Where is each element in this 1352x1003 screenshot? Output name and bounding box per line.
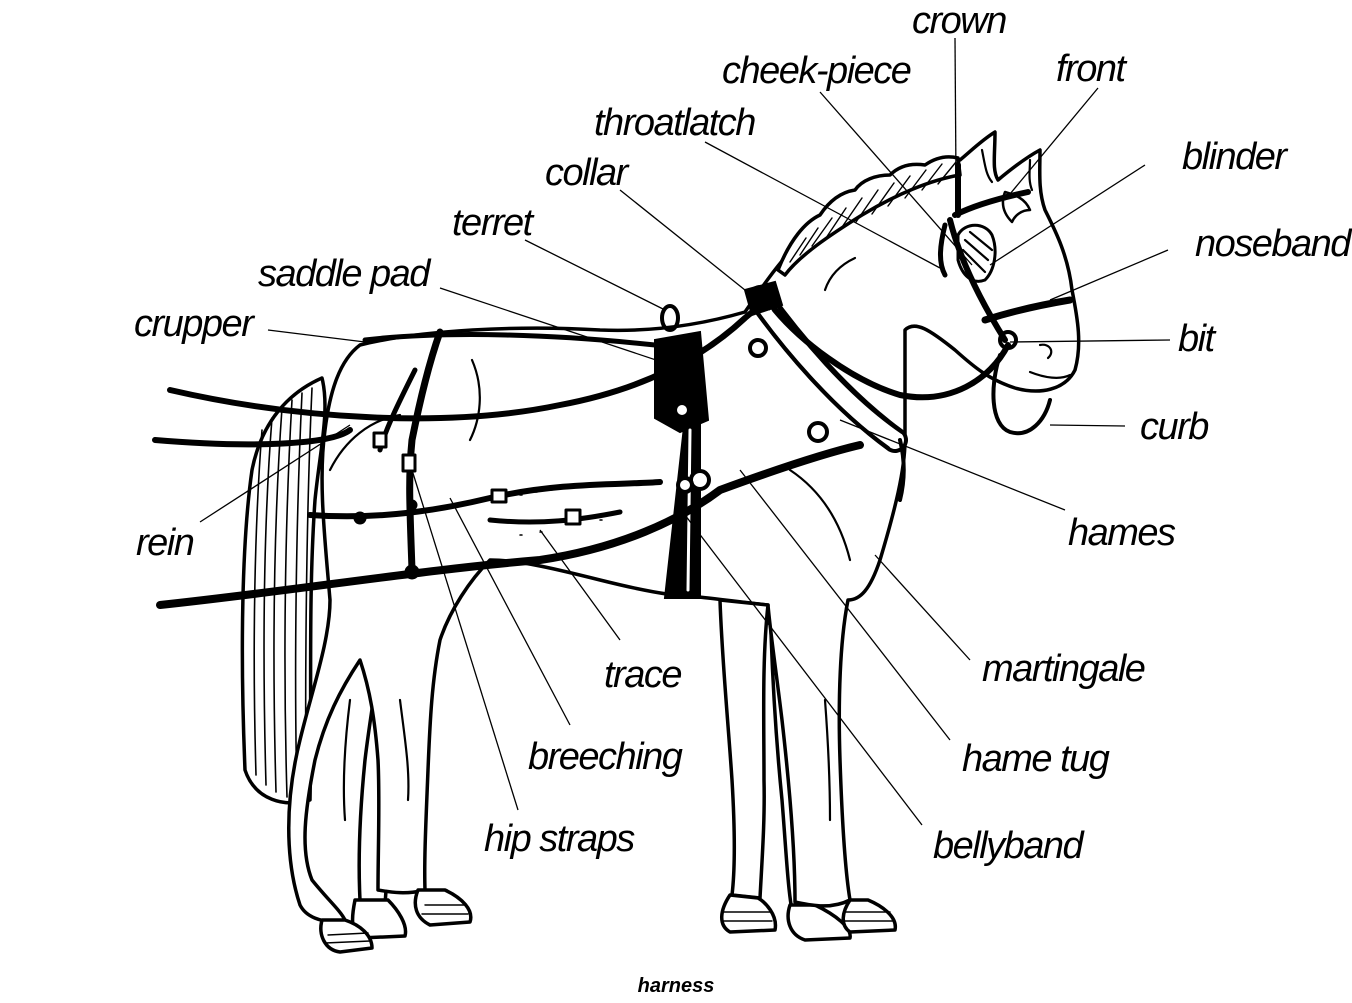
label-collar: collar — [545, 152, 628, 194]
leader-lines — [199, 37, 1171, 826]
label-rein: rein — [136, 522, 195, 564]
harness-straps — [152, 162, 1074, 609]
label-hame-tug: hame tug — [962, 738, 1110, 780]
label-throatlatch: throatlatch — [594, 102, 756, 144]
label-noseband: noseband — [1195, 223, 1351, 265]
label-blinder: blinder — [1182, 136, 1287, 178]
label-crupper: crupper — [134, 303, 254, 345]
label-hames: hames — [1068, 512, 1176, 554]
label-cheek-piece: cheek-piece — [722, 50, 912, 92]
label-front: front — [1056, 48, 1126, 90]
label-curb: curb — [1140, 406, 1209, 448]
label-hip-straps: hip straps — [484, 818, 635, 860]
label-crown: crown — [912, 0, 1007, 42]
label-saddle-pad: saddle pad — [258, 253, 430, 295]
label-bellyband: bellyband — [933, 825, 1084, 867]
label-martingale: martingale — [982, 648, 1146, 690]
label-breeching: breeching — [528, 736, 683, 778]
label-trace: trace — [604, 654, 682, 696]
diagram-caption: harness — [637, 975, 715, 997]
label-bit: bit — [1178, 318, 1215, 360]
label-terret: terret — [452, 202, 533, 244]
